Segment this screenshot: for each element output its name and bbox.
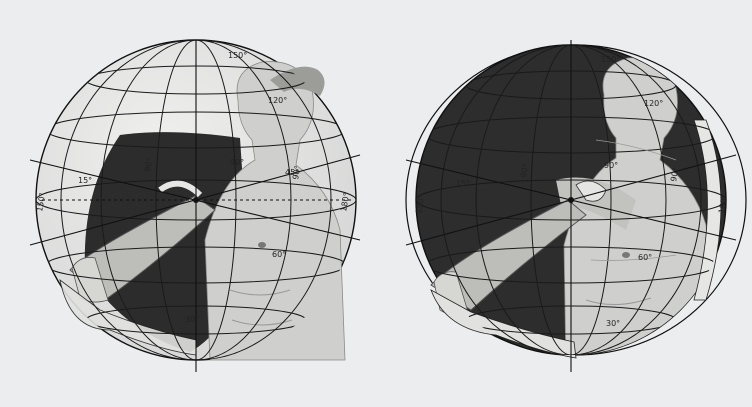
center-pivot: [193, 197, 199, 203]
label-45: 45°: [285, 168, 299, 177]
label-150-r: 150°: [601, 55, 620, 64]
label-60: 60°: [272, 250, 286, 259]
label-15-r: 15°: [456, 179, 470, 188]
left-figure-panel: 150° 120° 90° 90° 90° 60° 30° 15° 150° 1…: [0, 0, 376, 407]
nipple-mark: [258, 242, 266, 248]
label-150: 150°: [228, 51, 247, 60]
label-30-r: 30°: [606, 319, 620, 328]
shoulder-sphere-diagram-right: 150° 120° 90° 90° 90° 60° 30° 15° 150° 1…: [376, 0, 752, 407]
label-90-mid-r: 90°: [604, 161, 618, 170]
label-120: 120°: [268, 96, 287, 105]
label-30: 30°: [185, 315, 199, 324]
center-pivot-right: [568, 197, 574, 203]
label-90-mid: 90°: [230, 158, 244, 167]
label-180-side-r: 180°: [717, 194, 729, 215]
label-60-r: 60°: [638, 253, 652, 262]
right-figure-panel: 150° 120° 90° 90° 90° 60° 30° 15° 150° 1…: [376, 0, 752, 407]
label-120-r: 120°: [644, 99, 663, 108]
shoulder-sphere-diagram-left: 150° 120° 90° 90° 90° 60° 30° 15° 150° 1…: [0, 0, 376, 407]
label-15: 15°: [78, 176, 92, 185]
